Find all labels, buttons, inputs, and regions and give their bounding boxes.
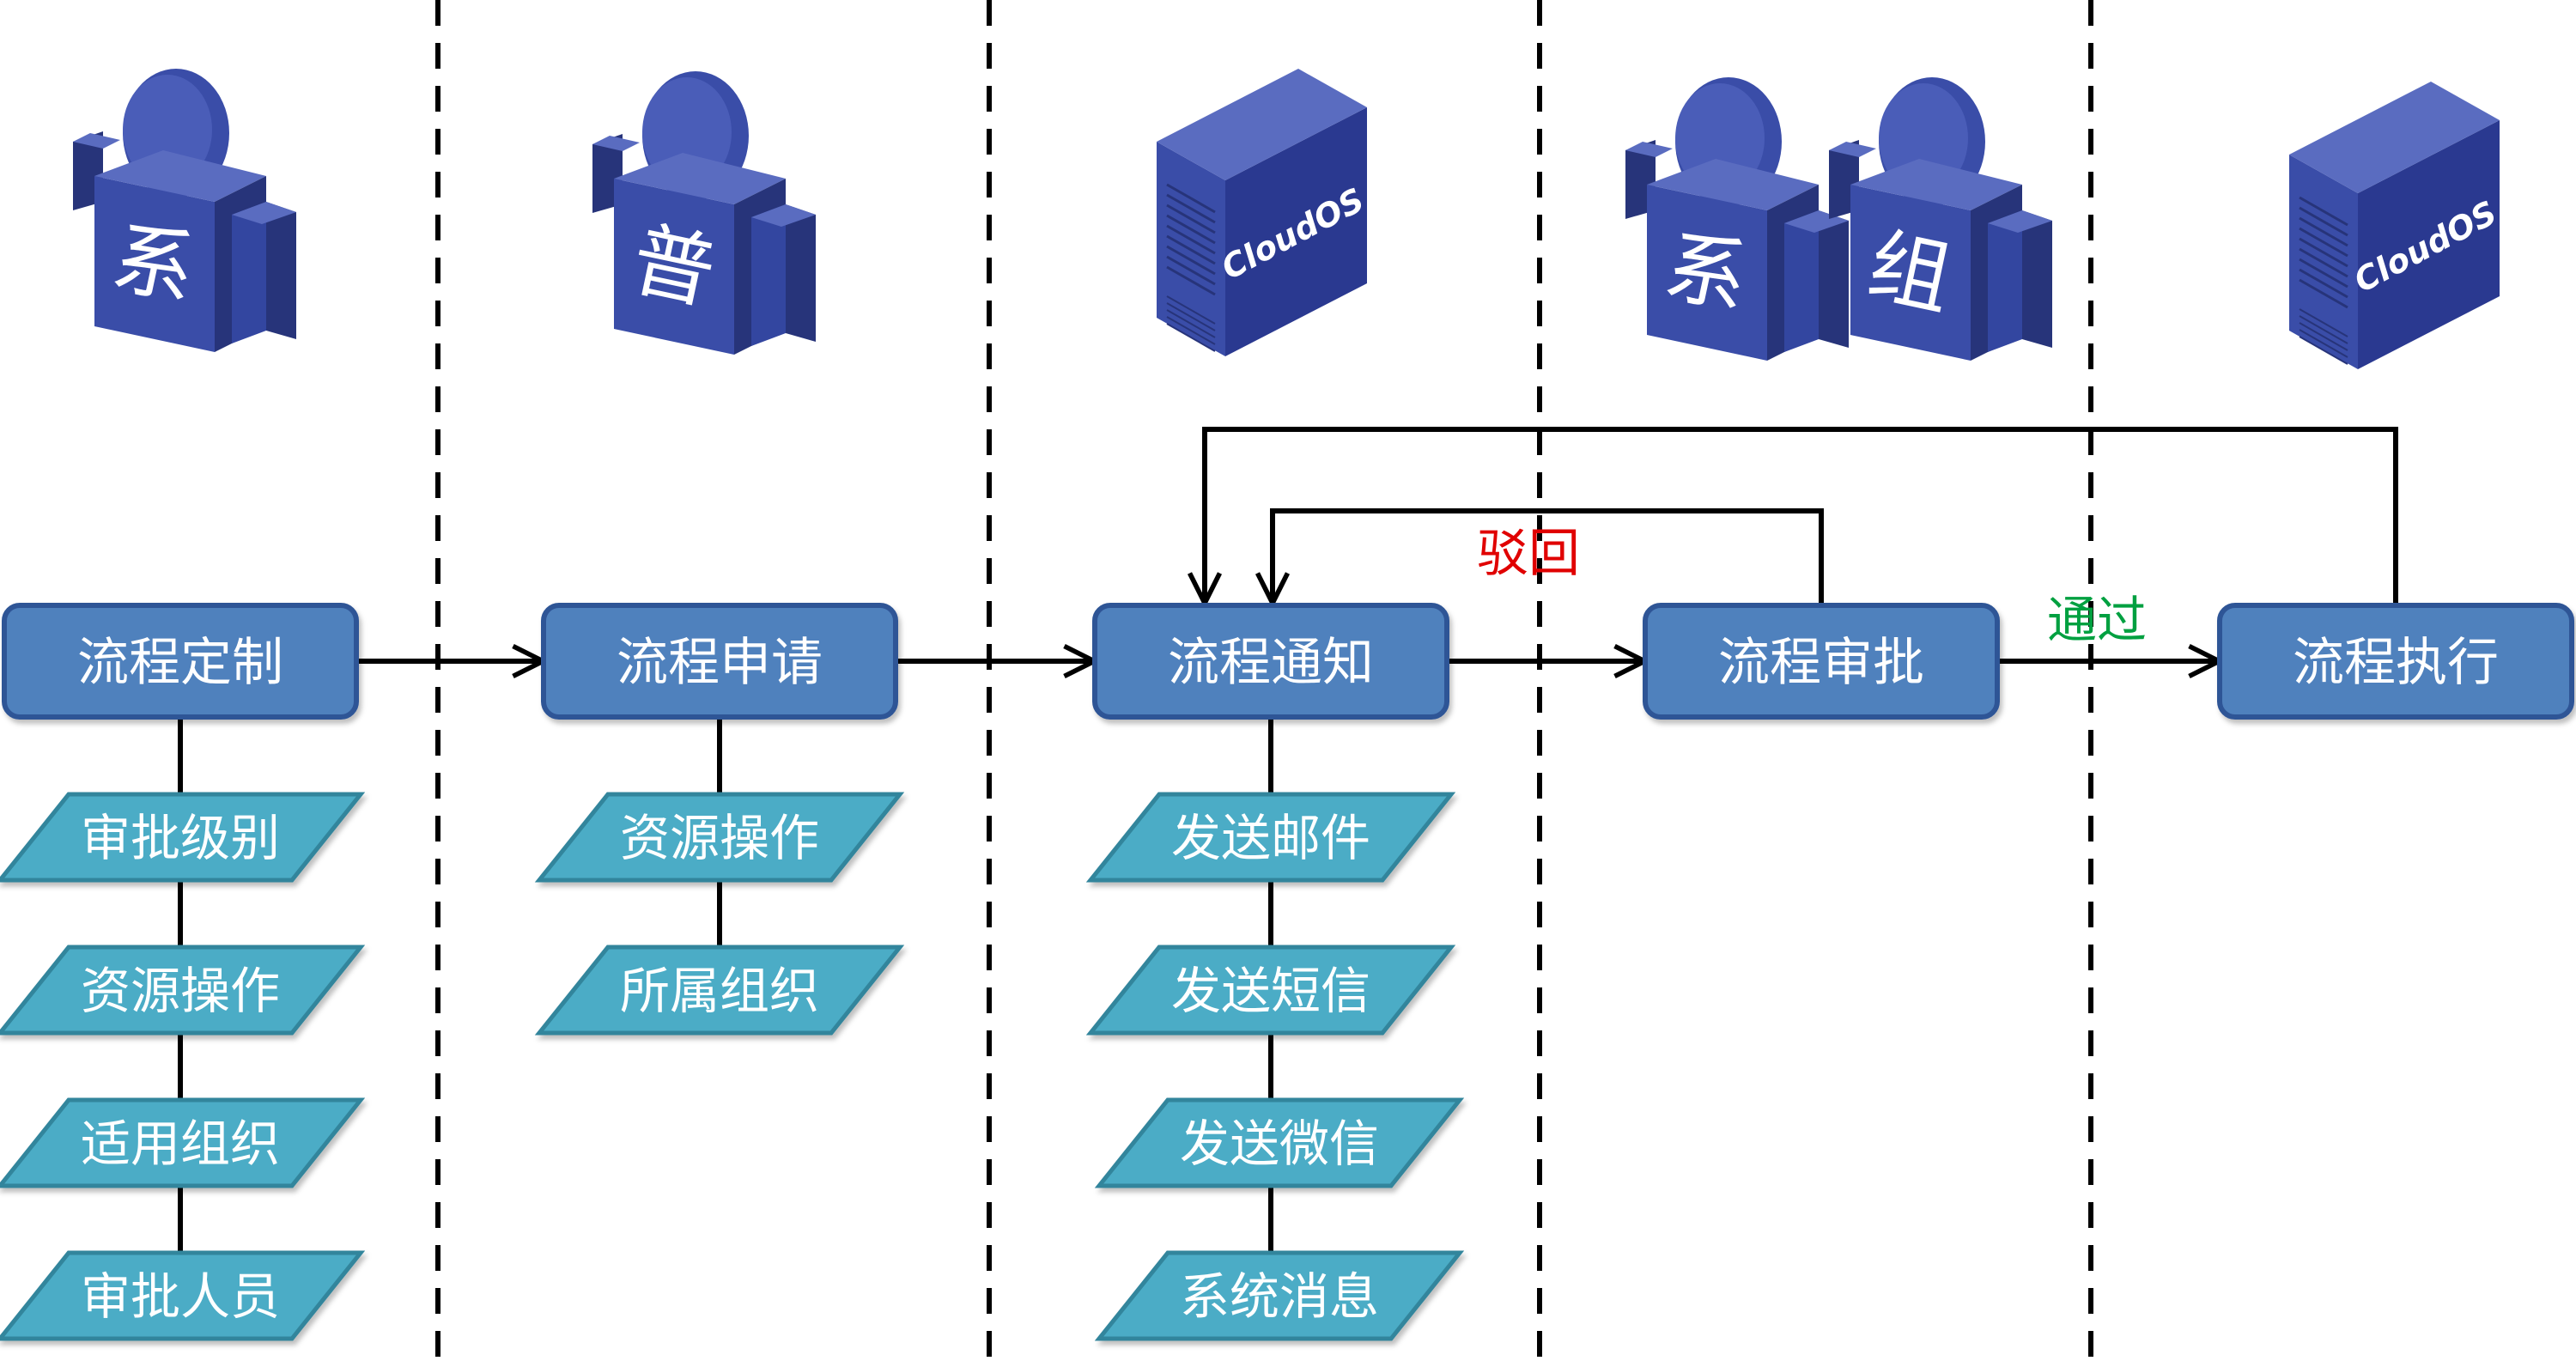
stage-1: 流程定制 (2, 603, 359, 720)
approve-label: 通过 (2047, 591, 2147, 649)
lane-separators (435, 0, 2093, 1367)
stage-label: 流程审批 (1718, 633, 1924, 693)
sub-item-shape (534, 792, 905, 883)
stage-label: 流程执行 (2293, 633, 2499, 693)
loop-arrow-execute-to-notify (1205, 427, 2398, 605)
user-system-admin-glyph: 系 (104, 210, 204, 319)
sub-item-shape (1094, 1250, 1465, 1341)
sub-item: 适用组织 (0, 1097, 366, 1188)
cloudos-server-icon: CloudOS (2289, 82, 2503, 369)
sub-item: 发送短信 (1085, 945, 1456, 1036)
user-system-admin-glyph: 系 (1656, 218, 1756, 327)
stage-2: 流程申请 (541, 603, 898, 720)
loop-arrow-reject (1273, 508, 1824, 605)
sub-item-shape (0, 945, 366, 1036)
sub-item-label: 发送邮件 (1171, 809, 1370, 867)
user-org-admin-glyph: 组 (1860, 218, 1959, 327)
sub-item-label: 审批级别 (81, 809, 280, 867)
sub-item-label: 适用组织 (81, 1115, 280, 1173)
stage-box (2, 603, 359, 720)
stage-label: 流程申请 (617, 633, 823, 693)
sub-item: 所属组织 (534, 945, 905, 1036)
cloudos-server-icon: CloudOS (1157, 69, 1370, 356)
sub-item: 系统消息 (1094, 1250, 1465, 1341)
sub-item-shape (534, 945, 905, 1036)
sub-item: 资源操作 (534, 792, 905, 883)
stage-4: 流程审批 (1643, 603, 2000, 720)
sub-item: 审批人员 (0, 1250, 366, 1341)
user-system-admin-icon: 系 (73, 69, 296, 352)
sub-item-shape (0, 792, 366, 883)
stage-box (541, 603, 898, 720)
sub-item: 审批级别 (0, 792, 366, 883)
sub-item-label: 资源操作 (620, 809, 819, 867)
stage-box (2217, 603, 2574, 720)
sub-item: 发送邮件 (1085, 792, 1456, 883)
stage-boxes: 流程定制 流程申请 流程通知 流程审批 流程执行 (2, 603, 2574, 720)
sub-item-label: 资源操作 (81, 962, 280, 1020)
sub-item-shape (1094, 1097, 1465, 1188)
stage-3: 流程通知 (1092, 603, 1449, 720)
sub-item: 资源操作 (0, 945, 366, 1036)
sub-item-label: 审批人员 (81, 1267, 280, 1326)
sub-item-label: 发送短信 (1171, 962, 1370, 1020)
user-system-admin-icon: 系 (1625, 77, 1849, 361)
sub-item-label: 所属组织 (620, 962, 819, 1020)
stage-box (1643, 603, 2000, 720)
user-ordinary-icon: 普 (592, 71, 816, 355)
sub-item-shape (1085, 945, 1456, 1036)
stage-label: 流程定制 (77, 633, 283, 693)
sub-item: 发送微信 (1094, 1097, 1465, 1188)
reject-label: 驳回 (1477, 524, 1580, 584)
sub-item-label: 发送微信 (1180, 1115, 1379, 1173)
sub-item-shape (0, 1097, 366, 1188)
user-org-admin-icon: 组 (1829, 77, 2052, 361)
stage-box (1092, 603, 1449, 720)
sub-item-shape (1085, 792, 1456, 883)
user-ordinary-glyph: 普 (623, 212, 723, 321)
sub-item-shape (0, 1250, 366, 1341)
stage-5: 流程执行 (2217, 603, 2574, 720)
sub-item-label: 系统消息 (1180, 1267, 1379, 1326)
stage-label: 流程通知 (1168, 633, 1374, 693)
flow-arrows (356, 427, 2398, 661)
